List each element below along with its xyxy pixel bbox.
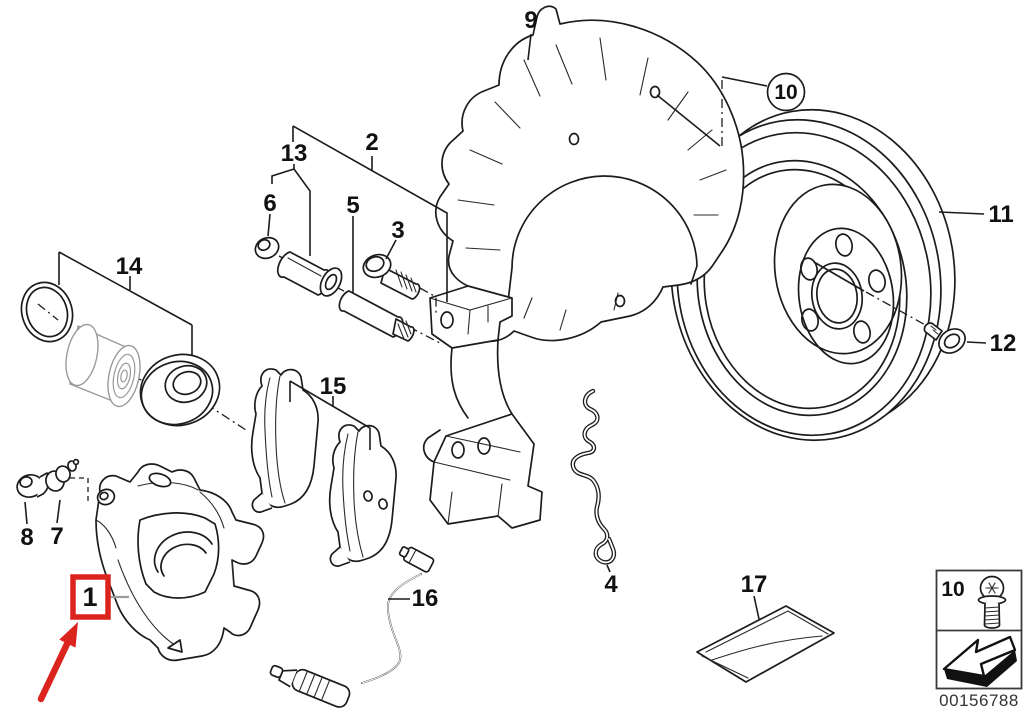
callout-5-label: 5 [346,192,359,219]
part-14-piston-seal-kit [20,281,247,431]
part-1-brake-caliper [95,463,265,662]
part-15-brake-pads [250,368,397,567]
callout-11: 11 [938,201,1014,228]
callout-17: 17 [741,571,768,620]
callout-4-label: 4 [604,571,618,598]
callout-1-label: 1 [82,582,97,612]
callout-15-label: 15 [320,373,347,400]
legend-box: 10 [935,569,1023,690]
part-8-dust-cap [16,472,50,498]
legend-ref-label: 10 [941,578,964,601]
figure-code: 00156788 [939,691,1019,710]
highlight-box [70,574,111,620]
callout-2: 2 [292,125,448,302]
part-13-guide-bush-kit [254,236,443,345]
callout-16: 16 [388,585,438,612]
highlight-part-1: 1 [37,574,129,703]
callout-6: 6 [263,190,277,237]
callout-8-label: 8 [20,524,33,551]
part-16-wear-sensor [269,546,435,708]
callout-14-label: 14 [116,253,143,280]
callout-4: 4 [604,564,618,598]
callout-10-label: 10 [774,81,797,104]
callout-14: 14 [58,251,193,355]
callout-9: 9 [524,7,538,61]
direction-arrow-icon [942,635,1017,687]
callout-13-label: 13 [281,140,308,167]
callout-3: 3 [385,217,405,260]
callout-12: 12 [966,330,1017,357]
part-11-brake-disc [670,108,956,442]
part-9-dust-shield [435,5,745,342]
callout-5: 5 [346,192,360,293]
callout-2-label: 2 [365,129,378,156]
part-2-caliper-carrier [422,285,543,529]
torx-screw-icon [977,575,1007,629]
callout-6-label: 6 [263,190,276,217]
highlight-arrow-shaft [37,640,71,703]
highlight-arrow-head [59,622,78,648]
part-12-set-screw [813,261,966,354]
callout-10-circled: 10 [656,72,806,147]
callout-13: 13 [271,140,311,256]
piston [65,323,141,408]
callout-9-label: 9 [524,7,537,34]
part-7-bleeder-screw [45,458,89,504]
callout-12-label: 12 [990,330,1017,357]
callout-7: 7 [50,499,64,550]
callout-17-label: 17 [741,571,768,598]
callout-16-label: 16 [412,585,439,612]
callout-3-label: 3 [391,217,404,244]
callout-11-label: 11 [988,201,1013,228]
callout-7-label: 7 [50,523,63,550]
callout-15: 15 [289,373,371,450]
callout-8: 8 [20,501,34,551]
part-4-retaining-spring [570,388,617,565]
part-17-paste-packet [696,605,835,683]
